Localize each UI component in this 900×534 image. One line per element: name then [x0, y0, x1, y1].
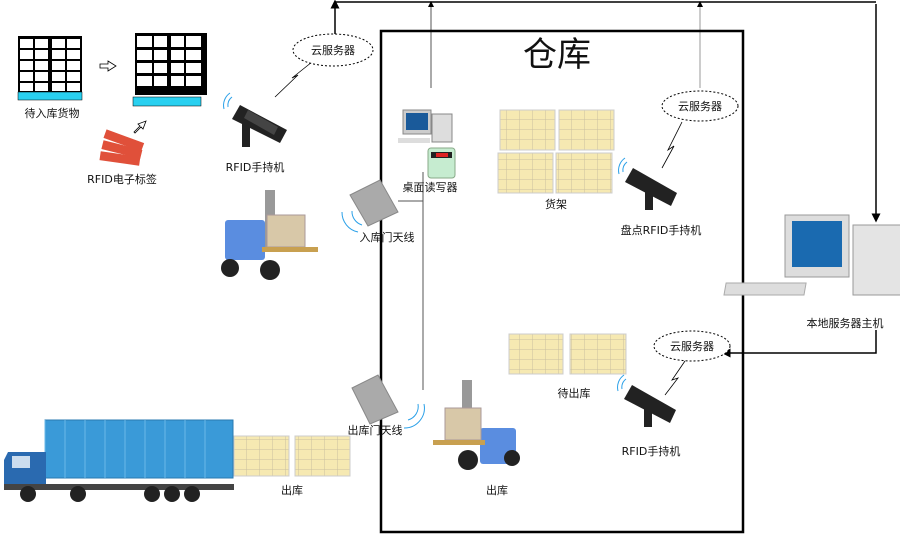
- warehouse-title: 仓库: [523, 35, 591, 75]
- exit-antenna-icon: [351, 374, 425, 429]
- local-server-computer-icon: [723, 214, 900, 296]
- inventory-handheld-label: 盘点RFID手持机: [621, 223, 702, 237]
- local-server-label: 本地服务器主机: [807, 316, 884, 330]
- rfid-handheld-out-icon: [617, 374, 676, 427]
- cloud-out-label: 云服务器: [670, 340, 714, 353]
- wireless-link: [664, 360, 686, 396]
- shelf-label: 货架: [545, 197, 567, 211]
- pending-out-label: 待出库: [558, 386, 591, 400]
- wireless-link: [661, 121, 683, 169]
- handheld-out-label: RFID手持机: [622, 444, 681, 458]
- connection-lines: [330, 0, 881, 390]
- tagged-goods-rack: [132, 33, 207, 107]
- incoming-goods-rack: [17, 36, 83, 101]
- cloud-in-label: 云服务器: [311, 44, 355, 57]
- pending-out-boxes: [508, 333, 627, 375]
- entry-antenna-label: 入库门天线: [360, 230, 415, 244]
- cloud-server-icon: [661, 90, 739, 122]
- handheld-in-label: RFID手持机: [226, 160, 285, 174]
- rfid-tags-icon: [99, 129, 145, 166]
- arrow-up-icon: [133, 120, 147, 134]
- outbound-forklift-label: 出库: [486, 483, 508, 497]
- exit-antenna-label: 出库门天线: [348, 423, 403, 437]
- inventory-handheld-icon: [618, 157, 677, 210]
- cloud-shelf-label: 云服务器: [678, 100, 722, 113]
- forklift-icon: [221, 190, 318, 280]
- cloud-server-icon: [292, 33, 374, 67]
- outbound-truck-label: 出库: [281, 483, 303, 497]
- cloud-server-icon: [653, 330, 731, 362]
- arrow-right-icon: [99, 60, 117, 72]
- desktop-reader-label: 桌面读写器: [403, 180, 458, 194]
- desktop-reader-icon: [427, 147, 456, 179]
- warehouse-boundary: [379, 29, 745, 534]
- entry-antenna-icon: [341, 179, 399, 233]
- desktop-computer-icon: [398, 109, 453, 143]
- rfid-tag-label: RFID电子标签: [87, 172, 157, 186]
- truck-icon: [4, 419, 234, 502]
- incoming-goods-label: 待入库货物: [25, 106, 80, 120]
- shelf-boxes: [497, 109, 615, 194]
- forklift-out-icon: [433, 380, 520, 470]
- wireless-link: [274, 61, 313, 98]
- rfid-handheld-icon: [223, 92, 287, 147]
- outbound-boxes: [233, 435, 351, 477]
